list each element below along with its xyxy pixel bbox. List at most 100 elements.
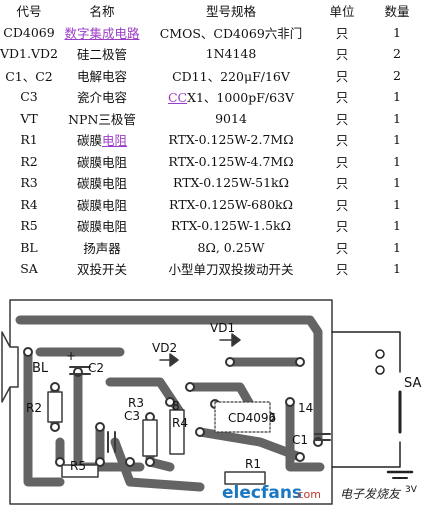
cell-qty: 1 xyxy=(393,175,401,191)
vd2-diode xyxy=(159,353,179,367)
spec-text: X1、1000pF/63V xyxy=(187,90,295,106)
cell-qty: 1 xyxy=(393,24,401,40)
cell-spec: 1N4148 xyxy=(205,46,257,62)
watermark: elecfans .com 电子发烧友 xyxy=(222,483,402,503)
label-vd1: VD1 xyxy=(210,321,235,335)
cell-code: BL xyxy=(20,239,38,255)
cell-unit: 只 xyxy=(335,176,349,192)
r3-body xyxy=(142,419,158,457)
cell-unit: 只 xyxy=(335,47,349,63)
header-spec: 型号规格 xyxy=(205,4,256,20)
table-row: BL 扬声器 8Ω, 0.25W 只 1 xyxy=(0,237,426,259)
cell-spec: RTX-0.125W-2.7MΩ xyxy=(168,132,294,148)
table-row: SA 双投开关 小型单刀双投拨动开关 只 1 xyxy=(0,258,426,280)
table-header-row: 代号 名称 型号规格 单位 数量 xyxy=(0,0,426,22)
cell-name: 碳膜电阻 xyxy=(76,176,127,192)
cell-qty: 1 xyxy=(393,153,401,169)
cell-unit: 只 xyxy=(335,262,349,278)
label-ic: CD4096 xyxy=(228,411,276,425)
cell-name: 碳膜电阻 xyxy=(76,219,127,235)
cell-code: R5 xyxy=(20,218,38,234)
label-pin8: 8 xyxy=(172,399,180,413)
cell-spec: RTX-0.125W-680kΩ xyxy=(169,196,293,212)
cell-code: VD1.VD2 xyxy=(0,46,58,62)
table-row: R4 碳膜电阻 RTX-0.125W-680kΩ 只 1 xyxy=(0,194,426,216)
cell-qty: 2 xyxy=(393,67,401,83)
table-row: R1 碳膜电阻 RTX-0.125W-2.7MΩ 只 1 xyxy=(0,129,426,151)
label-bl: BL xyxy=(32,361,49,376)
speaker-symbol xyxy=(1,331,19,403)
cell-name: 扬声器 xyxy=(83,240,121,256)
cell-code: C1、C2 xyxy=(5,68,53,84)
cell-qty: 1 xyxy=(393,196,401,212)
cell-name: 瓷介电容 xyxy=(76,90,127,106)
table-row: VD1.VD2 硅二极管 1N4148 只 2 xyxy=(0,43,426,65)
cell-spec: CD11、220μF/16V xyxy=(172,68,290,84)
cell-name: 碳膜电阻 xyxy=(76,197,127,213)
cell-spec: 9014 xyxy=(215,110,247,126)
pcb-labels: BL C2 VD2 VD1 R2 R3 C3 R4 8 CD4096 14 C1… xyxy=(26,321,421,495)
cell-qty: 1 xyxy=(393,218,401,234)
label-c2: C2 xyxy=(88,361,104,375)
pcb-layout-diagram: BL C2 VD2 VD1 R2 R3 C3 R4 8 CD4096 14 C1… xyxy=(1,299,421,505)
cell-unit: 只 xyxy=(335,219,349,235)
ic-outline xyxy=(214,401,271,433)
cell-name: 碳膜电阻 xyxy=(76,154,127,170)
label-batt-v: 3V xyxy=(405,485,418,495)
cell-spec: CCX1、1000pF/63V xyxy=(146,86,316,108)
cell-qty: 1 xyxy=(393,261,401,277)
cell-code: VT xyxy=(20,110,38,126)
label-r5: R5 xyxy=(70,459,86,473)
watermark-cn: 电子发烧友 xyxy=(340,487,402,501)
table-row: R2 碳膜电阻 RTX-0.125W-4.7MΩ 只 1 xyxy=(0,151,426,173)
cell-name: 碳膜电阻 xyxy=(58,129,146,151)
cell-unit: 只 xyxy=(335,133,349,149)
board-outline xyxy=(9,299,333,505)
name-link[interactable]: 数字集成电路 xyxy=(64,25,140,41)
external-circuit xyxy=(331,331,414,479)
cell-name: 硅二极管 xyxy=(76,47,127,63)
cell-name: 数字集成电路 xyxy=(58,22,146,44)
cell-qty: 1 xyxy=(393,110,401,126)
cell-code: R1 xyxy=(20,132,38,148)
r4-body xyxy=(169,409,185,455)
header-unit: 单位 xyxy=(329,4,355,20)
cell-unit: 只 xyxy=(335,111,349,127)
cell-qty: 2 xyxy=(393,46,401,62)
r2-body xyxy=(47,391,63,423)
label-c3: C3 xyxy=(124,409,140,423)
table-row: R3 碳膜电阻 RTX-0.125W-51kΩ 只 1 xyxy=(0,172,426,194)
vd1-diode xyxy=(219,333,241,347)
label-vd2: VD2 xyxy=(152,341,177,355)
name-link[interactable]: 电阻 xyxy=(102,133,128,149)
label-sa: SA xyxy=(404,376,421,391)
cell-spec: RTX-0.125W-4.7MΩ xyxy=(168,153,294,169)
cell-unit: 只 xyxy=(335,68,349,84)
label-r1: R1 xyxy=(245,457,261,471)
r5-body xyxy=(61,464,99,478)
cell-name: NPN三极管 xyxy=(68,111,136,127)
parts-table: 代号 名称 型号规格 单位 数量 CD4069 数字集成电路 CMOS、CD40… xyxy=(0,0,426,280)
cell-unit: 只 xyxy=(335,154,349,170)
cell-spec: 8Ω, 0.25W xyxy=(197,239,265,255)
label-c1: C1 xyxy=(292,433,308,447)
spec-link[interactable]: CC xyxy=(167,90,188,106)
label-r4: R4 xyxy=(172,416,188,430)
label-pin14: 14 xyxy=(298,401,313,415)
label-r2: R2 xyxy=(26,401,42,415)
cell-spec: RTX-0.125W-51kΩ xyxy=(173,175,289,191)
cell-name: 双投开关 xyxy=(76,262,127,278)
cell-name: 电解电容 xyxy=(76,68,127,84)
table-row: R5 碳膜电阻 RTX-0.125W-1.5kΩ 只 1 xyxy=(0,215,426,237)
cell-code: R3 xyxy=(20,175,38,191)
watermark-domain: .com xyxy=(294,488,321,501)
cell-unit: 只 xyxy=(335,90,349,106)
table-row: VT NPN三极管 9014 只 1 xyxy=(0,108,426,130)
table-row: C3 瓷介电容 CCX1、1000pF/63V 只 1 xyxy=(0,86,426,108)
cell-qty: 1 xyxy=(393,239,401,255)
watermark-brand: elecfans xyxy=(222,483,302,503)
name-plain: 碳膜 xyxy=(76,133,102,149)
header-code: 代号 xyxy=(16,4,42,20)
header-qty: 数量 xyxy=(384,4,410,20)
cell-code: C3 xyxy=(20,89,38,105)
